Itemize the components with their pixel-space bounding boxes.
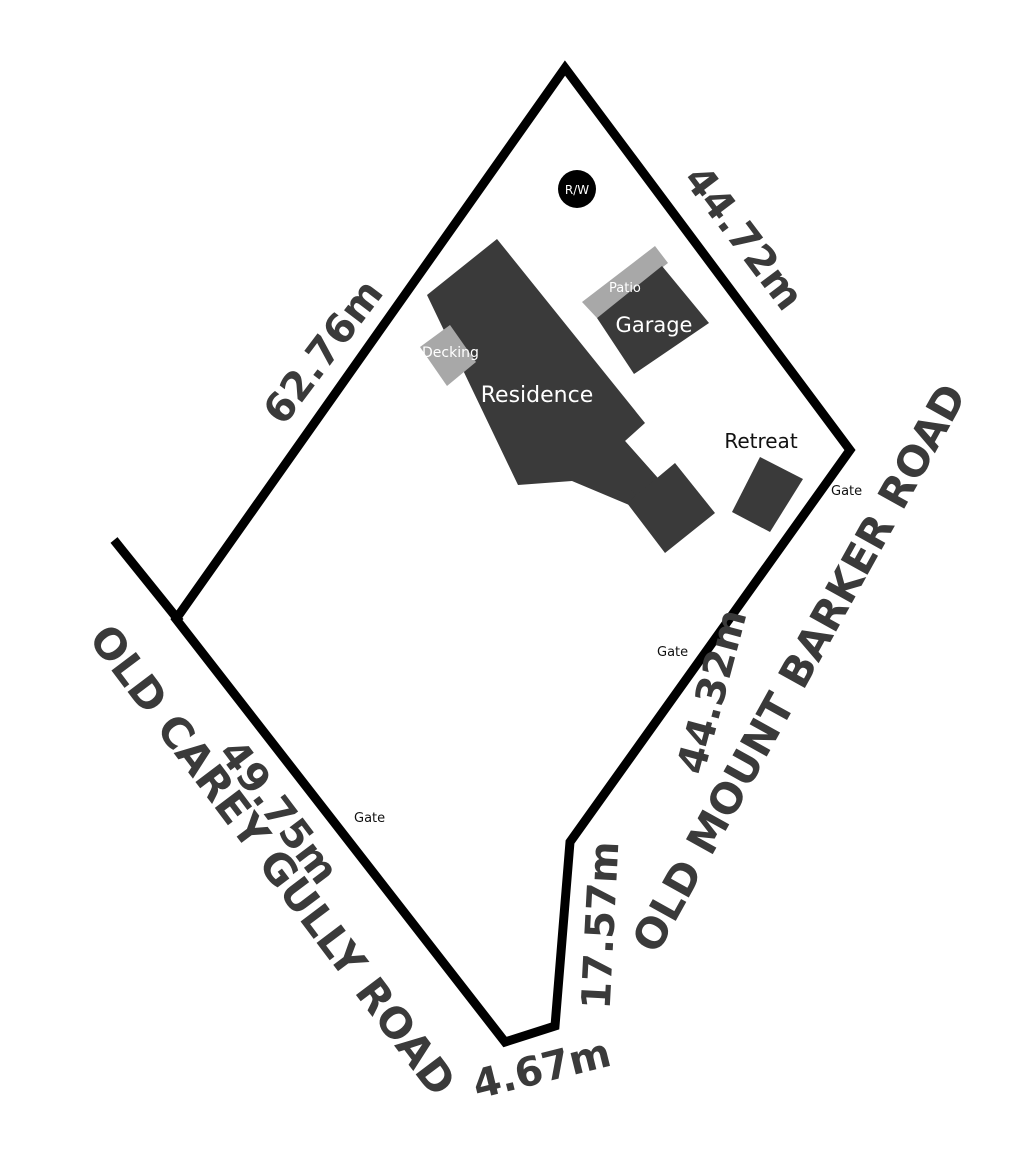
residence-annex — [627, 463, 715, 553]
gate-label-right-mid: Gate — [657, 645, 688, 660]
decking-area — [420, 325, 476, 386]
dimension-bottom-right: 17.57m — [574, 840, 629, 1010]
patio-area — [582, 246, 668, 318]
road-name-left: OLD CAREY GULLY ROAD — [80, 615, 466, 1105]
residence-building — [427, 239, 680, 520]
patio-label: Patio — [609, 281, 641, 296]
rw-label: R/W — [565, 183, 589, 197]
garage-building — [597, 266, 709, 374]
decking-label: Decking — [422, 345, 479, 361]
dimension-bottom: 4.67m — [468, 1030, 615, 1109]
road-name-right: OLD MOUNT BARKER ROAD — [622, 376, 976, 961]
garage-label: Garage — [616, 313, 693, 337]
retreat-building — [732, 457, 803, 532]
road-edge-line — [110, 537, 184, 625]
residence-label: Residence — [481, 383, 593, 408]
rw-marker — [558, 170, 596, 208]
gate-label-left: Gate — [354, 811, 385, 826]
gate-label-right-top: Gate — [831, 484, 862, 499]
retreat-label: Retreat — [724, 429, 797, 453]
